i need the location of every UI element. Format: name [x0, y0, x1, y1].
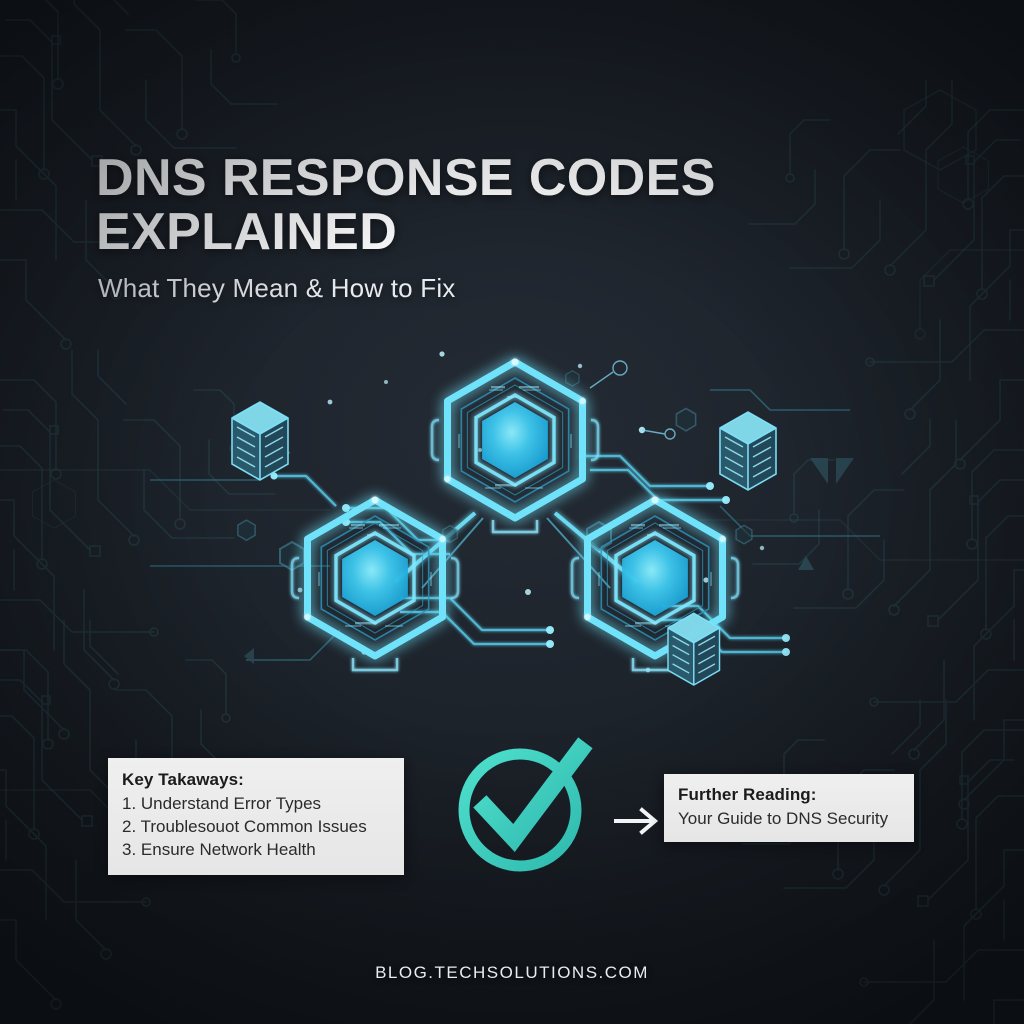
- headline-block: DNS Response Codes Explained What They M…: [96, 149, 896, 304]
- key-takeaway-item-1: 1. Understand Error Types: [122, 794, 322, 813]
- key-takeaways-title: Key Takaways:: [122, 770, 244, 789]
- further-reading-title: Further Reading:: [678, 785, 817, 804]
- further-reading-card[interactable]: Further Reading: Your Guide to DNS Secur…: [664, 774, 914, 843]
- page-subtitle: What They Mean & How to Fix: [98, 273, 456, 304]
- verified-check-icon: [452, 734, 602, 882]
- key-takeaways-card[interactable]: Key Takaways: 1. Understand Error Types …: [108, 758, 404, 876]
- dns-network-illustration: [150, 330, 880, 720]
- footer-url[interactable]: BLOG.TECHSOLUTIONS.COM: [375, 963, 649, 982]
- bottom-content-row: Key Takaways: 1. Understand Error Types …: [0, 726, 1024, 886]
- further-reading-line: Your Guide to DNS Security: [678, 809, 889, 828]
- page-title: DNS Response Codes Explained: [96, 149, 716, 261]
- arrow-right-icon: [610, 804, 666, 838]
- key-takeaway-item-3: 3. Ensure Network Health: [122, 840, 316, 860]
- key-takeaway-item-2: 2. Troublesouot Common Issues: [122, 817, 367, 837]
